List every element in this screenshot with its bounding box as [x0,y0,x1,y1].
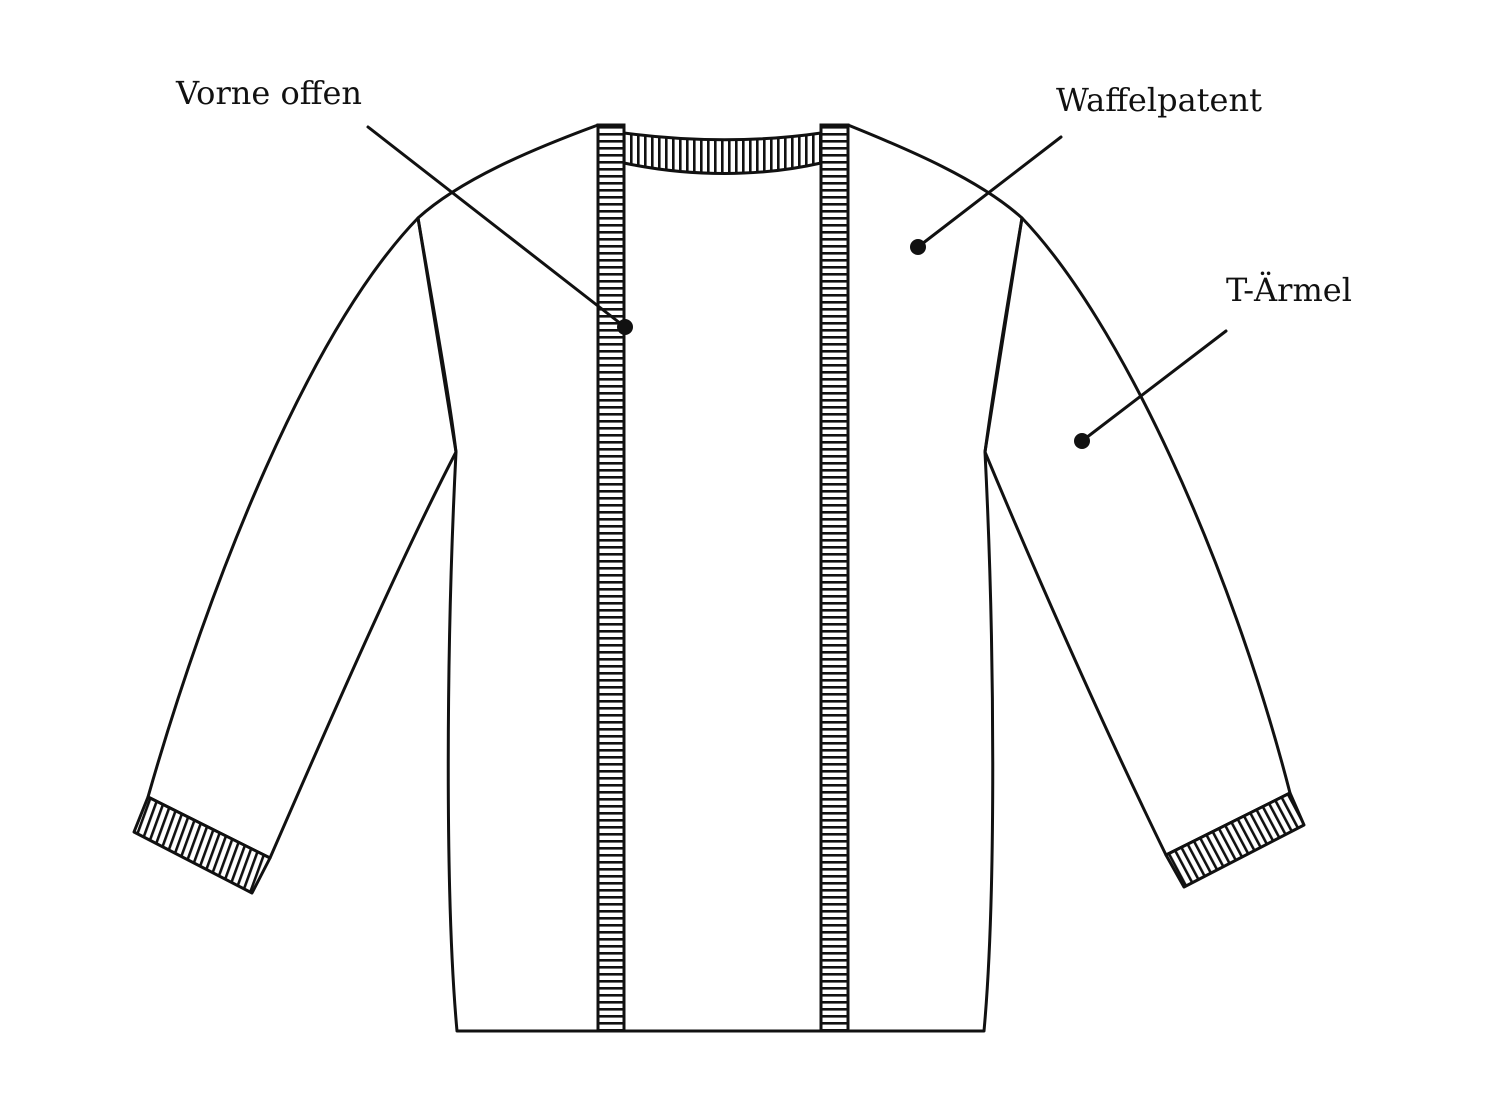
leader-line-sleeve-type [1080,329,1228,443]
label-front-open: Vorne offen [175,74,362,112]
right-cuff [1164,791,1306,889]
callout-dot-icon [1074,433,1090,449]
label-sleeve-type: T-Ärmel [1226,271,1352,309]
left-cuff [132,795,272,895]
label-waffle-stitch: Waffelpatent [1056,81,1262,119]
left-sleeve-outline [146,216,458,860]
right-sleeve-outline [983,216,1292,857]
right-front-band [819,123,850,1033]
back-neck-ribbing [622,131,823,175]
left-front-band [596,123,626,1033]
leader-line-front-open [366,125,627,329]
leader-line-waffle-stitch [916,135,1063,249]
body-outline [416,123,1024,1033]
callout-dot-icon [910,239,926,255]
callout-dot-icon [617,319,633,335]
